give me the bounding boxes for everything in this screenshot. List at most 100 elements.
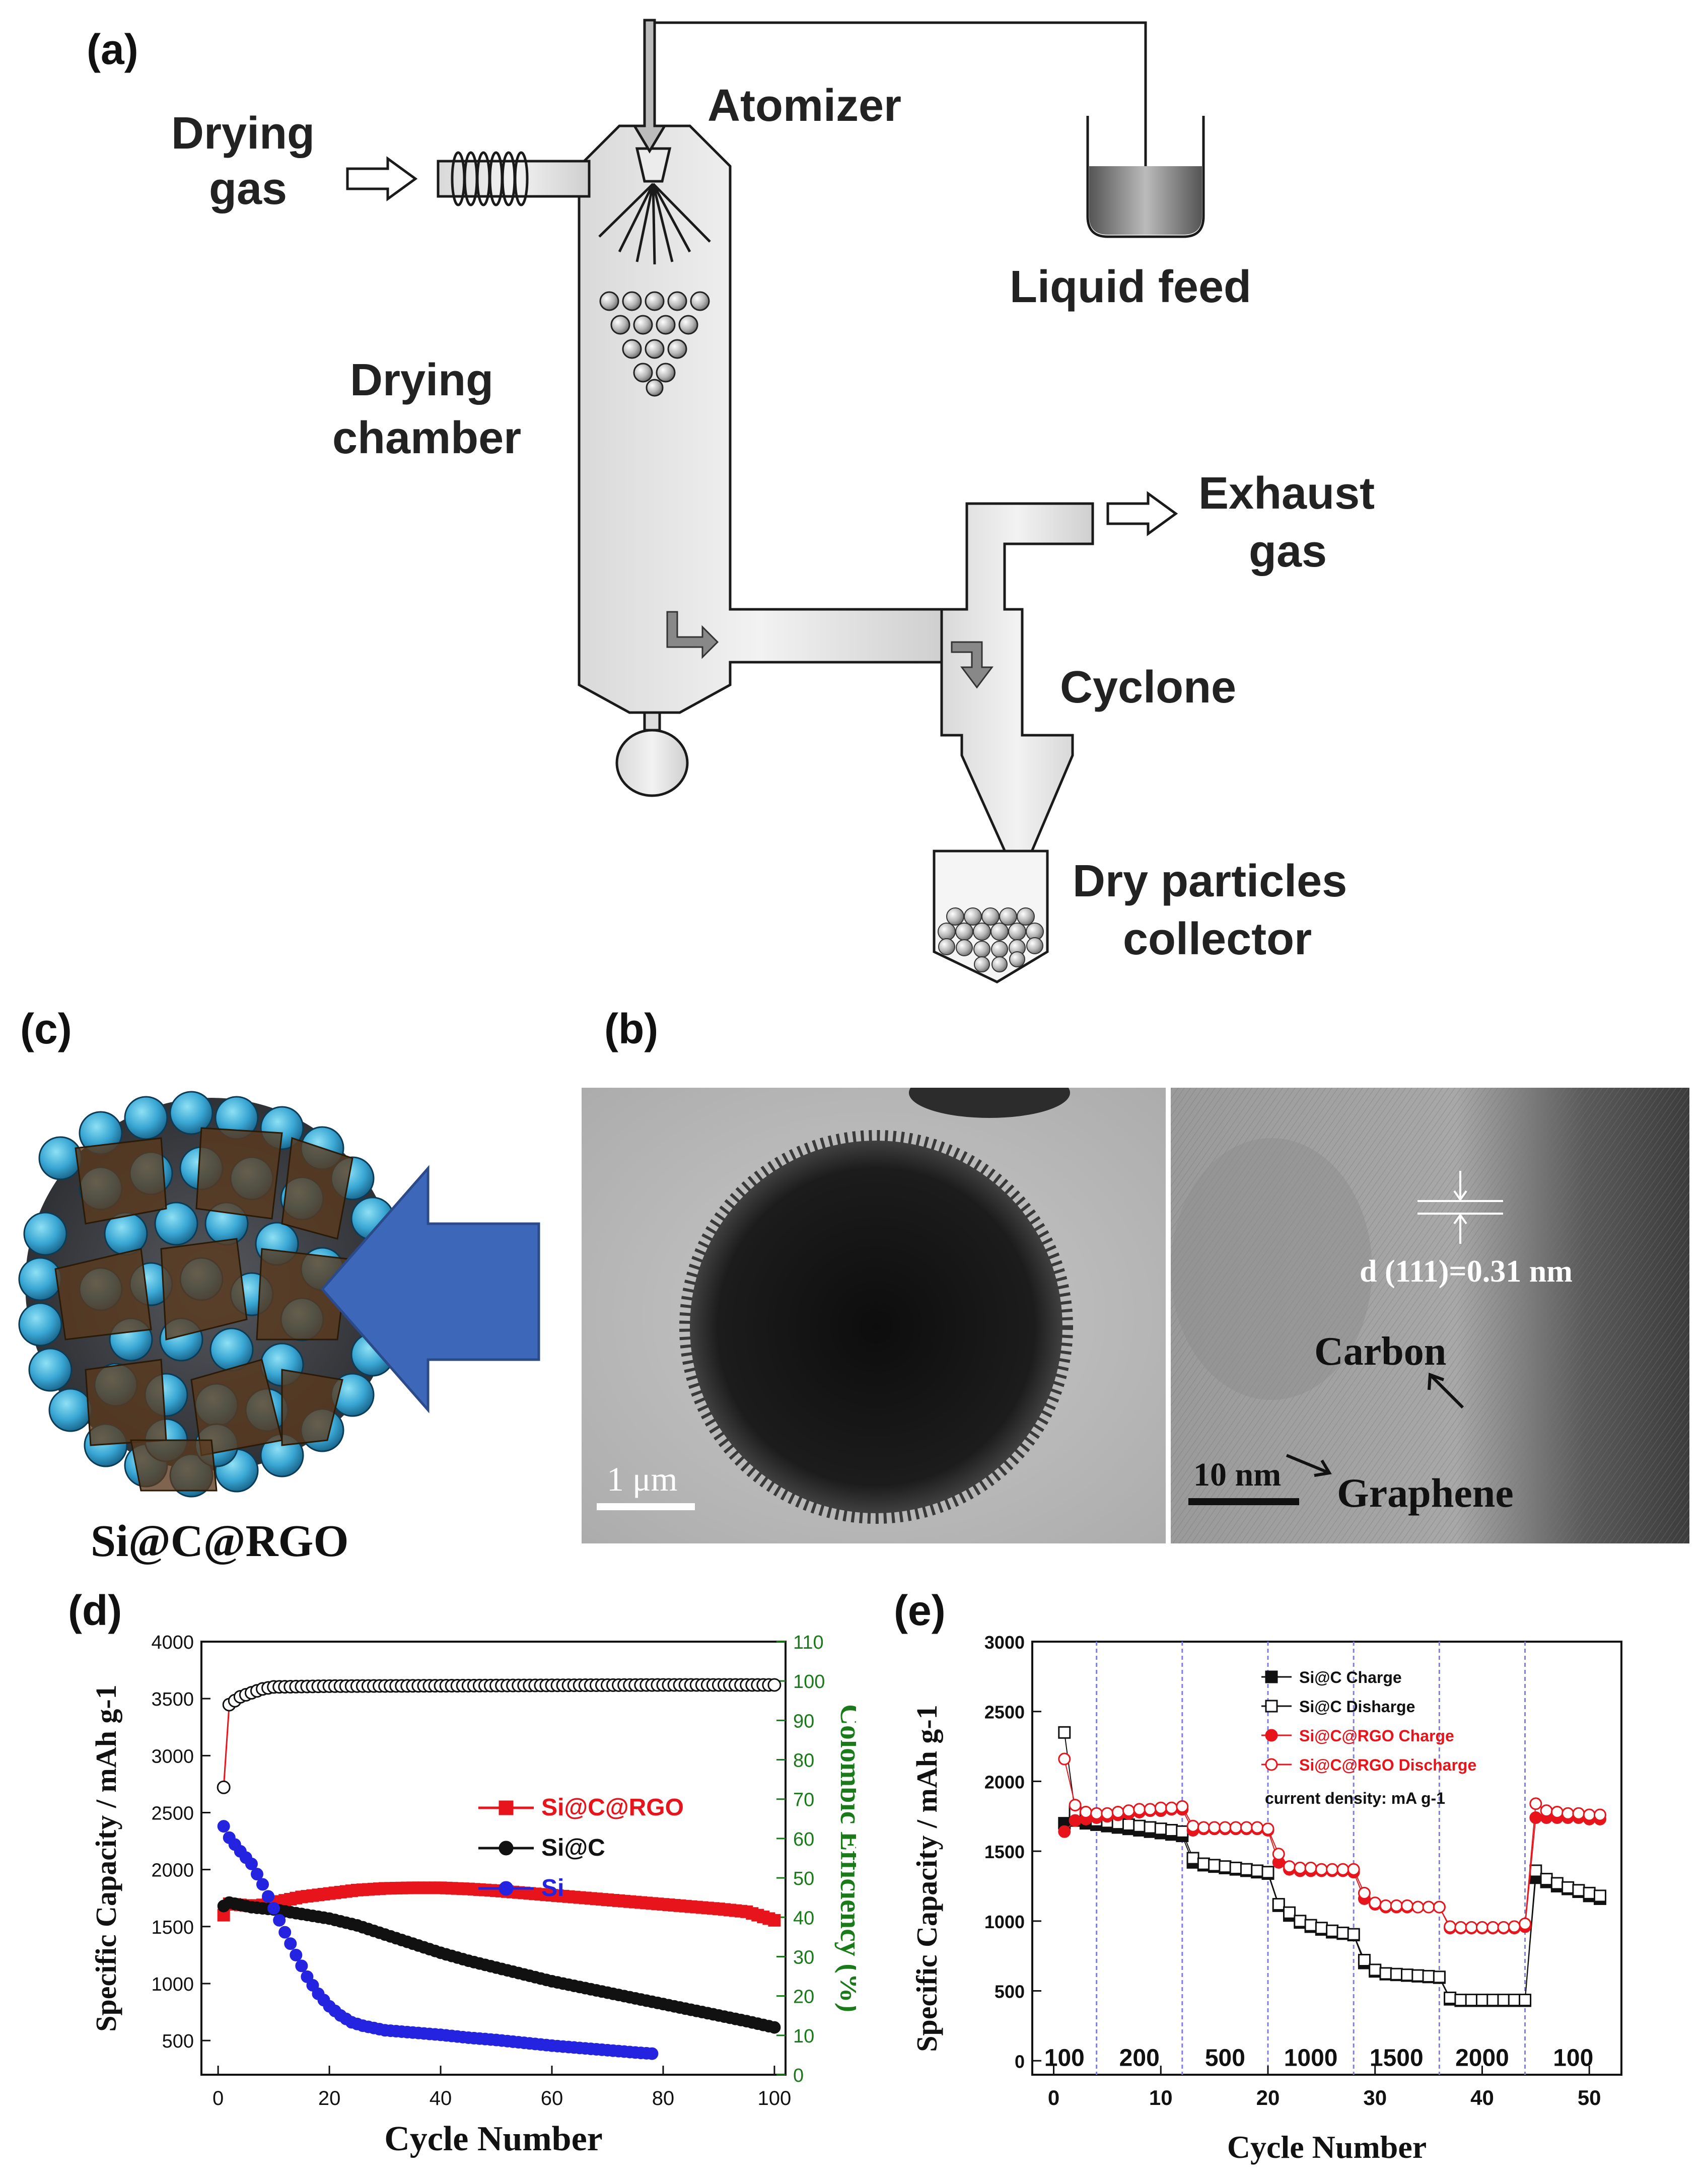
data-point: [1583, 1886, 1596, 1899]
y-tick-label: 2000: [984, 1772, 1025, 1792]
data-point: [1454, 1921, 1467, 1934]
data-point: [1176, 1800, 1189, 1813]
y-tick-label: 1000: [151, 1974, 194, 1995]
y2-tick-label: 110: [793, 1632, 824, 1653]
data-point: [1454, 1994, 1467, 2007]
data-point: [1572, 1884, 1585, 1897]
data-point: [1294, 1861, 1307, 1874]
data-point: [1144, 1803, 1157, 1816]
y2-tick-label: 40: [793, 1908, 814, 1929]
x-tick-label: 20: [318, 2087, 341, 2109]
cyclone-label: Cyclone: [1060, 662, 1236, 713]
data-point: [1219, 1821, 1232, 1834]
tem-micrographs: 1 μm d (111)=0.31 nm Carbon Graphene 10 …: [582, 1088, 1689, 1543]
panel-c-label: (c): [20, 1005, 72, 1052]
data-point: [1486, 1921, 1500, 1934]
data-point: [1326, 1924, 1339, 1937]
data-point: [1540, 1804, 1553, 1817]
data-point: [1058, 1825, 1071, 1838]
y-tick-label: 2500: [151, 1803, 194, 1824]
data-point: [1379, 1967, 1392, 1980]
legend-marker: [499, 1800, 514, 1815]
data-point: [1304, 1919, 1317, 1932]
data-point: [1283, 1906, 1296, 1919]
silicon-nanoparticle: [48, 1388, 93, 1432]
data-point: [1529, 1811, 1542, 1824]
y-tick-label: 1500: [151, 1917, 194, 1938]
data-point: [1336, 1863, 1350, 1876]
rate-label: 1000: [1284, 2045, 1338, 2071]
y2-tick-label: 80: [793, 1750, 814, 1772]
data-point: [1508, 1994, 1521, 2007]
data-point: [1422, 1969, 1435, 1983]
data-point: [1550, 1877, 1564, 1890]
data-point: [1197, 1857, 1210, 1870]
plot-frame: [1031, 1641, 1622, 2076]
x-tick-label: 40: [1470, 2086, 1494, 2109]
y2-tick-label: 0: [793, 2065, 804, 2086]
spray-dryer-diagram: Drying gas Atomizer Liquid feed Drying c…: [171, 19, 1375, 983]
data-point: [767, 1678, 782, 1692]
data-point: [1090, 1807, 1103, 1820]
data-point: [1497, 1921, 1510, 1934]
data-point: [245, 1857, 258, 1870]
si-c-rgo-illustration: Si@C@RGO: [18, 1091, 540, 1566]
data-point: [1315, 1863, 1328, 1876]
legend-marker: [1265, 1729, 1278, 1742]
atomizer-label: Atomizer: [707, 81, 901, 131]
data-point: [1133, 1803, 1146, 1816]
data-point: [1186, 1819, 1199, 1833]
data-point: [1562, 1881, 1575, 1894]
legend-label: Si@C@RGO Discharge: [1299, 1756, 1476, 1774]
data-point: [267, 1902, 280, 1915]
data-point: [290, 1948, 303, 1961]
data-point: [1251, 1864, 1264, 1877]
silicon-nanoparticle: [28, 1348, 73, 1392]
y-tick-label: 1000: [984, 1912, 1025, 1932]
data-point: [768, 2021, 781, 2034]
data-point: [1358, 1886, 1371, 1899]
data-point: [1101, 1807, 1114, 1820]
data-point: [1069, 1799, 1082, 1812]
y2-tick-label: 50: [793, 1868, 814, 1889]
legend-label: Si@C: [541, 1835, 605, 1861]
data-point: [1550, 1805, 1564, 1818]
y2-tick-label: 30: [793, 1947, 814, 1968]
panel-d-label: (d): [68, 1587, 122, 1634]
x-tick-label: 0: [212, 2087, 224, 2109]
data-point: [278, 1926, 292, 1939]
series-3: [1058, 1752, 1606, 1934]
x-tick-label: 10: [1149, 2086, 1173, 2109]
y2-tick-label: 10: [793, 2026, 814, 2047]
data-point: [1261, 1866, 1274, 1879]
scale-bar-10nm: 10 nm: [1193, 1456, 1281, 1493]
data-point: [306, 1979, 319, 1992]
data-point: [1294, 1915, 1307, 1928]
data-point: [1165, 1801, 1178, 1814]
data-point: [1562, 1807, 1575, 1820]
drying-chamber-label-1: Drying: [350, 355, 493, 405]
data-point: [1465, 1994, 1478, 2007]
x-tick-label: 40: [430, 2087, 452, 2109]
data-point: [273, 1914, 286, 1927]
y2-tick-label: 20: [793, 1987, 814, 2008]
data-point: [1272, 1848, 1285, 1861]
series-1: [1058, 1726, 1606, 2007]
si-c-rgo-caption: Si@C@RGO: [91, 1516, 349, 1566]
legend-label: Si@C Disharge: [1299, 1698, 1415, 1716]
data-point: [1208, 1821, 1221, 1834]
data-point: [1444, 1991, 1457, 2004]
legend-marker: [499, 1841, 514, 1856]
exhaust-gas-label-2: gas: [1249, 526, 1327, 577]
y2-tick-label: 70: [793, 1790, 814, 1811]
y-tick-label: 3000: [151, 1746, 194, 1767]
d-spacing-label: d (111)=0.31 nm: [1360, 1254, 1573, 1289]
x-tick-label: 60: [541, 2087, 563, 2109]
data-point: [250, 1868, 263, 1881]
y-tick-label: 1500: [984, 1842, 1025, 1862]
rate-label: 500: [1205, 2045, 1245, 2071]
y-axis-title: Specific Capacity / mAh g-1: [90, 1684, 122, 2032]
x-tick-label: 0: [1048, 2086, 1059, 2109]
data-point: [646, 2047, 659, 2060]
